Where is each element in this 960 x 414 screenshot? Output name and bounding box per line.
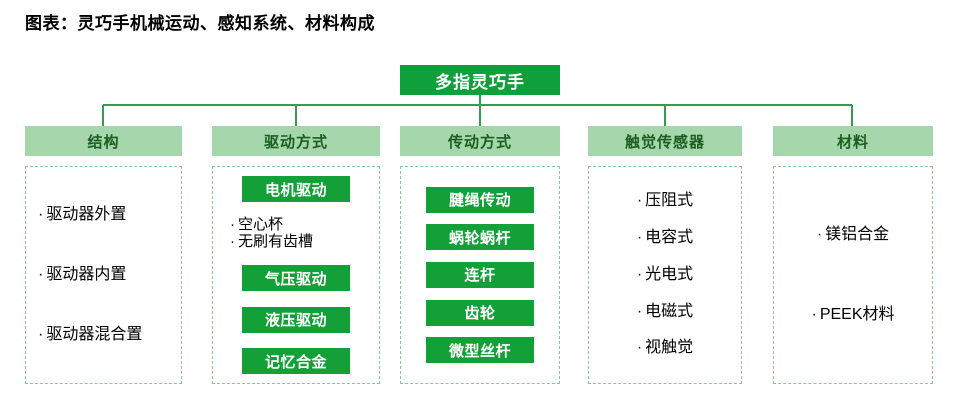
chip-item[interactable]: 腱绳传动	[426, 186, 534, 213]
list-item[interactable]: ·驱动器外置	[38, 206, 126, 224]
chip-item[interactable]: 液压驱动	[242, 306, 350, 333]
list-item[interactable]: ·驱动器内置	[38, 266, 126, 284]
sub-bullet-group: ·空心杯 ·无刷有齿槽	[230, 217, 350, 250]
column-material: 材料 ·镁铝合金 ·PEEK材料	[773, 126, 933, 384]
chip-item[interactable]: 齿轮	[426, 299, 534, 326]
chip-label: 连杆	[464, 267, 496, 285]
list-item-label: 驱动器内置	[46, 265, 127, 283]
list-item-label: 压阻式	[645, 192, 694, 210]
column-body-structure: ·驱动器外置 ·驱动器内置 ·驱动器混合置	[25, 166, 182, 384]
list-item[interactable]: ·电容式	[637, 229, 693, 247]
sub-list-item-label: 无刷有齿槽	[238, 232, 314, 250]
chip-label: 气压驱动	[264, 270, 327, 288]
chip-label: 电机驱动	[264, 181, 327, 199]
list-item-label: 视触觉	[645, 339, 694, 357]
list-item-label: 电磁式	[645, 302, 694, 320]
bullet-dot-icon: ·	[636, 302, 643, 320]
chip-item[interactable]: 微型丝杆	[426, 337, 534, 364]
list-item-label: 光电式	[645, 265, 694, 283]
chip-label: 液压驱动	[264, 312, 327, 330]
list-item-label: 镁铝合金	[825, 225, 890, 243]
list-item-label: 驱动器外置	[46, 205, 127, 223]
list-item[interactable]: ·驱动器混合置	[38, 326, 142, 344]
list-item[interactable]: ·电磁式	[637, 303, 693, 321]
bullet-dot-icon: ·	[230, 216, 235, 234]
column-header-label: 传动方式	[447, 133, 512, 151]
bullet-dot-icon: ·	[38, 265, 44, 283]
bullet-dot-icon: ·	[636, 192, 643, 210]
bullet-dot-icon: ·	[636, 265, 643, 283]
column-body-transmission-method: 腱绳传动 蜗轮蜗杆 连杆 齿轮 微型丝杆	[400, 166, 560, 384]
list-item[interactable]: ·光电式	[637, 266, 693, 284]
column-header-drive-method[interactable]: 驱动方式	[212, 126, 380, 156]
column-tactile-sensor: 触觉传感器 ·压阻式 ·电容式 ·光电式 ·电磁式 ·视触觉	[588, 126, 742, 384]
bullet-dot-icon: ·	[636, 229, 643, 246]
chip-item[interactable]: 连杆	[426, 261, 534, 288]
sub-list-item-label: 空心杯	[238, 216, 284, 234]
sub-list-item[interactable]: ·无刷有齿槽	[230, 232, 314, 250]
chip-item[interactable]: 气压驱动	[242, 265, 350, 292]
list-item[interactable]: ·PEEK材料	[811, 306, 894, 324]
column-header-material[interactable]: 材料	[773, 126, 933, 156]
chip-label: 腱绳传动	[448, 192, 511, 210]
column-body-drive-method: 电机驱动 ·空心杯 ·无刷有齿槽 气压驱动 液压驱动 记忆合金	[212, 166, 380, 384]
chip-label: 记忆合金	[264, 353, 327, 371]
column-header-transmission-method[interactable]: 传动方式	[400, 126, 560, 156]
list-item-label: 驱动器混合置	[46, 325, 143, 343]
bullet-dot-icon: ·	[811, 306, 817, 323]
chip-item[interactable]: 记忆合金	[242, 348, 350, 374]
root-node-label: 多指灵巧手	[435, 72, 525, 92]
column-header-tactile-sensor[interactable]: 触觉传感器	[588, 126, 742, 156]
bullet-dot-icon: ·	[38, 205, 44, 223]
bullet-dot-icon: ·	[636, 339, 643, 357]
bullet-dot-icon: ·	[816, 225, 823, 243]
page-title: 图表：灵巧手机械运动、感知系统、材料构成	[25, 14, 375, 33]
bullet-dot-icon: ·	[38, 325, 44, 343]
chip-item[interactable]: 蜗轮蜗杆	[426, 224, 534, 251]
list-item[interactable]: ·视触觉	[637, 339, 693, 357]
column-header-label: 材料	[836, 133, 869, 151]
column-body-material: ·镁铝合金 ·PEEK材料	[773, 166, 933, 384]
list-item[interactable]: ·镁铝合金	[817, 226, 889, 244]
list-item[interactable]: ·压阻式	[637, 192, 693, 210]
list-item-label: 电容式	[645, 229, 694, 246]
bullet-dot-icon: ·	[230, 232, 235, 250]
chip-label: 蜗轮蜗杆	[448, 229, 511, 247]
column-header-label: 驱动方式	[263, 133, 328, 151]
column-structure: 结构 ·驱动器外置 ·驱动器内置 ·驱动器混合置	[25, 126, 182, 384]
chip-label: 齿轮	[464, 305, 496, 323]
root-node[interactable]: 多指灵巧手	[400, 65, 560, 95]
column-header-label: 触觉传感器	[624, 133, 705, 151]
list-item-label: PEEK材料	[819, 306, 895, 323]
column-header-label: 结构	[87, 133, 120, 151]
chip-label: 微型丝杆	[448, 342, 511, 360]
column-body-tactile-sensor: ·压阻式 ·电容式 ·光电式 ·电磁式 ·视触觉	[588, 166, 742, 384]
chip-item[interactable]: 电机驱动	[242, 176, 350, 202]
column-transmission-method: 传动方式 腱绳传动 蜗轮蜗杆 连杆 齿轮 微型丝杆	[400, 126, 560, 384]
column-drive-method: 驱动方式 电机驱动 ·空心杯 ·无刷有齿槽 气压驱动 液压驱动 记忆合金	[212, 126, 380, 384]
sub-list-item[interactable]: ·空心杯	[230, 217, 283, 233]
column-header-structure[interactable]: 结构	[25, 126, 182, 156]
